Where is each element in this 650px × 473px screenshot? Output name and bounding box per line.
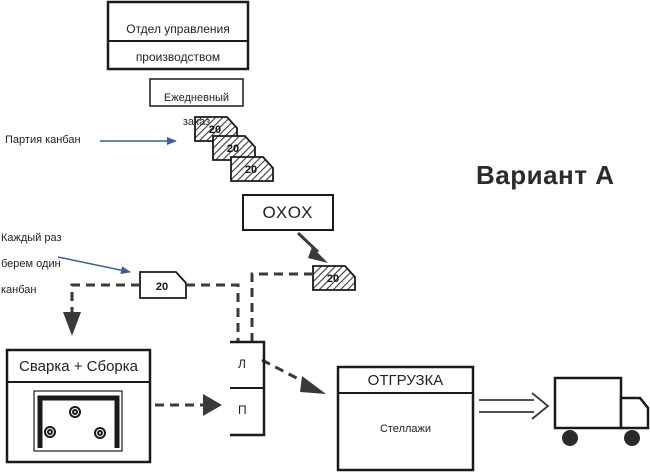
svg-text:20: 20 bbox=[245, 164, 257, 176]
oxox-to-kanban-arrow bbox=[296, 231, 328, 263]
shipping-racks-label: Стеллажи bbox=[379, 423, 432, 435]
daily-order-label: Ежедневный заказ bbox=[163, 92, 230, 128]
operator-icon bbox=[44, 406, 106, 439]
kanban-batch: 20 20 20 bbox=[194, 116, 274, 182]
shipping-box bbox=[336, 365, 475, 472]
production-control-label: Отдел управления производством bbox=[126, 22, 230, 64]
production-kanban-white: 20 bbox=[139, 271, 187, 299]
shipping-title: ОТГРУЗКА bbox=[367, 372, 444, 389]
kanban-tag-2: 20 bbox=[212, 135, 256, 161]
kanban-tag-1: 20 bbox=[194, 116, 238, 142]
arrow-to-shelf bbox=[203, 394, 222, 416]
variant-title: Вариант А bbox=[476, 160, 615, 190]
shelf-label-left: Л bbox=[238, 357, 246, 371]
each-time-note: Каждый раз берем один канбан bbox=[1, 232, 62, 296]
arrow-to-welding bbox=[63, 312, 81, 336]
welding-assembly-label: Сварка + Сборка bbox=[19, 358, 138, 375]
production-control-box bbox=[106, 0, 250, 71]
svg-text:20: 20 bbox=[227, 143, 239, 155]
svg-text:20: 20 bbox=[209, 124, 221, 136]
truck-icon bbox=[553, 376, 650, 446]
supermarket-shelf bbox=[230, 340, 266, 437]
withdrawal-kanban-hatched: 20 bbox=[312, 265, 356, 291]
kanban-batch-label: Партия канбан bbox=[5, 134, 81, 146]
welding-assembly-box bbox=[5, 348, 152, 464]
each-time-pointer-arrow bbox=[57, 256, 131, 275]
shelf-label-right: П bbox=[238, 403, 247, 417]
oxox-label: ОХОХ bbox=[262, 203, 314, 222]
oxox-box bbox=[242, 194, 334, 231]
daily-order-box bbox=[149, 78, 244, 107]
arrow-to-shipping bbox=[300, 376, 326, 394]
svg-text:20: 20 bbox=[327, 273, 339, 285]
svg-text:20: 20 bbox=[156, 281, 168, 293]
kanban-tag-3: 20 bbox=[230, 156, 274, 182]
shipment-arrow bbox=[479, 392, 550, 420]
